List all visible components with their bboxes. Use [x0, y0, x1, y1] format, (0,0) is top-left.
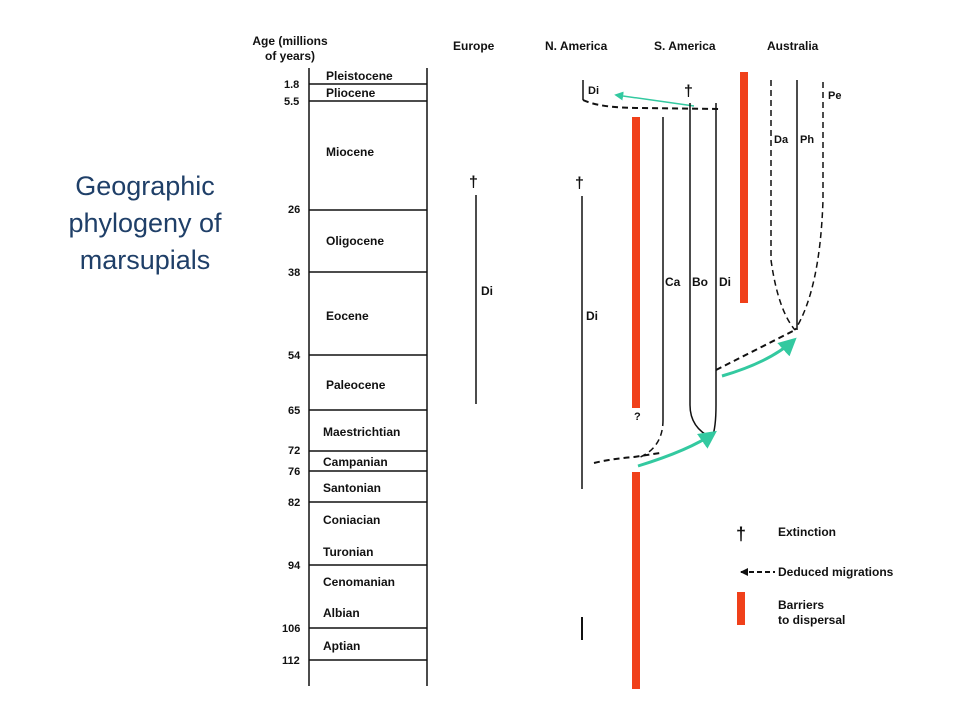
legend-barriers-line1: Barriers — [778, 598, 824, 612]
legend-barrier-swatch — [737, 592, 745, 625]
period-label: Santonian — [323, 481, 381, 495]
period-label: Campanian — [323, 455, 388, 469]
age-label: 106 — [282, 623, 300, 635]
age-header-line1: Age (millions — [252, 34, 328, 48]
extinction-dagger: † — [575, 175, 584, 192]
au-ph-label: Ph — [800, 134, 814, 146]
region-australia: Australia — [767, 39, 819, 53]
legend-barriers-line2: to dispersal — [778, 613, 845, 627]
dispersal-arrow — [614, 91, 695, 107]
migration-path-sa-au — [715, 329, 796, 371]
age-label: 26 — [288, 204, 300, 216]
barrier-bar — [632, 117, 640, 408]
age-label: 38 — [288, 267, 300, 279]
age-label: 65 — [288, 405, 300, 417]
period-label: Coniacian — [323, 513, 380, 527]
age-label: 112 — [282, 655, 300, 667]
period-label: Cenomanian — [323, 575, 395, 589]
period-label: Miocene — [326, 145, 374, 159]
dispersal-arrow — [637, 430, 717, 468]
sa-di-label: Di — [719, 275, 731, 289]
age-label: 54 — [288, 350, 301, 362]
age-label: 5.5 — [284, 96, 299, 108]
age-label: 82 — [288, 497, 300, 509]
period-label: Pleistocene — [326, 69, 393, 83]
extinction-dagger: † — [684, 83, 693, 100]
region-europe: Europe — [453, 39, 495, 53]
period-label: Eocene — [326, 309, 369, 323]
age-label: 94 — [288, 560, 301, 572]
period-label: Paleocene — [326, 378, 386, 392]
barriers — [632, 72, 748, 689]
title-line-1: Geographic — [75, 171, 215, 201]
legend-dagger-icon: † — [736, 524, 746, 544]
age-label: 1.8 — [284, 79, 299, 91]
europe-di-label: Di — [481, 284, 493, 298]
title-line-2: phylogeny of — [68, 208, 222, 238]
title-line-3: marsupials — [79, 245, 211, 275]
extinction-dagger: † — [469, 174, 478, 191]
sa-ca-label: Ca — [665, 275, 681, 289]
barrier-bar — [632, 472, 640, 689]
age-label: 76 — [288, 466, 300, 478]
au-pe-label: Pe — [828, 90, 841, 102]
region-north-america: N. America — [545, 39, 608, 53]
sa-lineages — [637, 103, 717, 459]
period-label: Aptian — [323, 639, 360, 653]
period-label: Albian — [323, 606, 360, 620]
sa-bo-label: Bo — [692, 275, 708, 289]
question-mark: ? — [634, 411, 641, 423]
dispersal-arrow — [721, 337, 797, 378]
barrier-bar — [740, 72, 748, 303]
slide-title: Geographic phylogeny of marsupials — [40, 168, 250, 279]
au-lineages — [770, 80, 824, 331]
na-di-label: Di — [586, 309, 598, 323]
au-da-label: Da — [774, 134, 789, 146]
legend-migrations-label: Deduced migrations — [778, 565, 894, 579]
na-recent-di-label: Di — [588, 85, 599, 97]
legend: † Extinction Deduced migrations Barriers… — [736, 524, 894, 627]
legend-extinction-label: Extinction — [778, 525, 836, 539]
period-label: Oligocene — [326, 234, 384, 248]
timescale-frame — [308, 68, 428, 686]
migration-path-na-sa — [593, 452, 661, 464]
age-label: 72 — [288, 445, 300, 457]
period-label: Turonian — [323, 545, 373, 559]
legend-arrowhead-icon — [740, 568, 748, 576]
migration-path-sa-na — [582, 99, 723, 110]
age-header-line2: of years) — [265, 49, 315, 63]
region-south-america: S. America — [654, 39, 716, 53]
period-label: Pliocene — [326, 86, 376, 100]
period-label: Maestrichtian — [323, 425, 400, 439]
